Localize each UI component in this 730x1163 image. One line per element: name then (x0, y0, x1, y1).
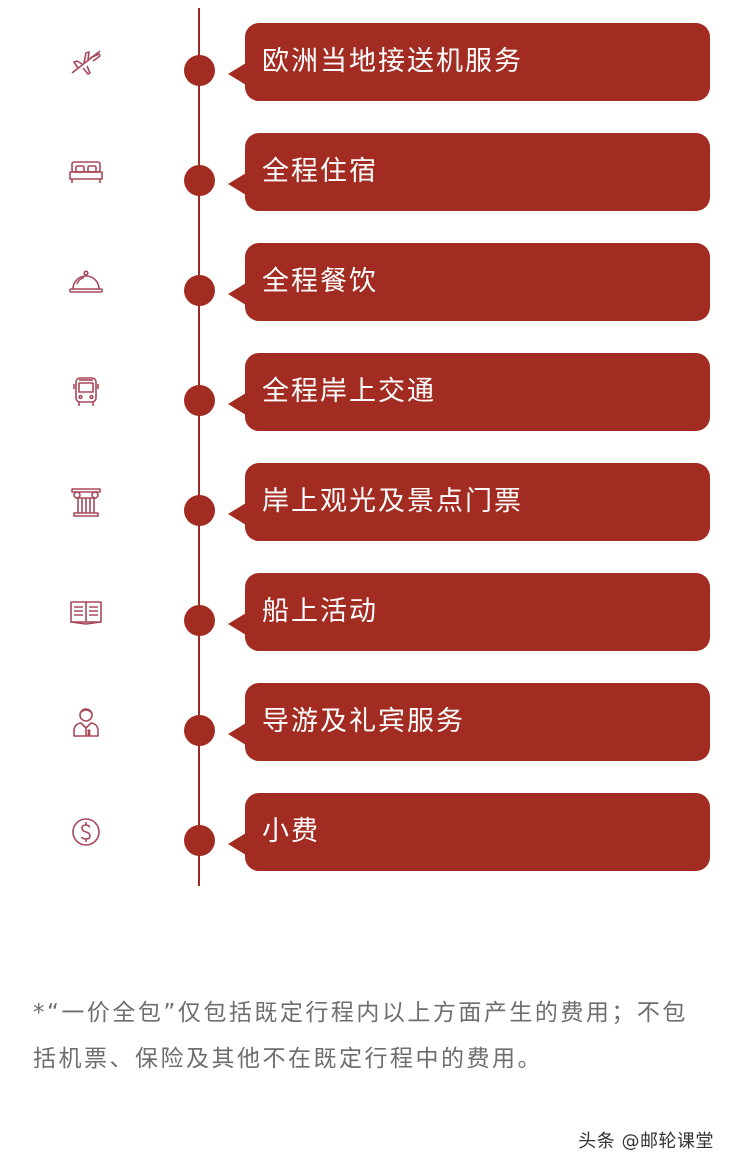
timeline-item-accommodation: 全程住宿 (0, 133, 730, 211)
timeline-card: 船上活动 (228, 573, 710, 651)
bus-icon (66, 372, 106, 412)
timeline-item-onboard-activities: 船上活动 (0, 573, 730, 651)
timeline-item-shore-transport: 全程岸上交通 (0, 353, 730, 431)
bed-icon (66, 152, 106, 192)
timeline-dot (184, 605, 215, 636)
watermark: 头条 @邮轮课堂 (578, 1131, 714, 1152)
timeline-dot (184, 275, 215, 306)
footnote: *“一价全包”仅包括既定行程内以上方面产生的费用；不包括机票、保险及其他不在既定… (33, 1000, 688, 1072)
timeline-dot (184, 385, 215, 416)
timeline-item-guide-service: 导游及礼宾服务 (0, 683, 730, 761)
timeline-dot (184, 165, 215, 196)
timeline-item-tips: 小费 (0, 793, 730, 871)
airplane-icon (66, 42, 106, 82)
timeline-item-airport-transfer: 欧洲当地接送机服务 (0, 23, 730, 101)
dollar-icon (66, 812, 106, 852)
timeline-card-label: 岸上观光及景点门票 (262, 485, 523, 517)
timeline-line (198, 8, 200, 886)
timeline-dot (184, 55, 215, 86)
timeline-item-sightseeing: 岸上观光及景点门票 (0, 463, 730, 541)
cloche-icon (66, 262, 106, 302)
timeline-card: 岸上观光及景点门票 (228, 463, 710, 541)
timeline-card-label: 小费 (262, 815, 320, 847)
book-icon (66, 592, 106, 632)
timeline-card-label: 导游及礼宾服务 (262, 705, 465, 737)
timeline-card-label: 全程餐饮 (262, 265, 378, 297)
timeline-card-label: 船上活动 (262, 595, 378, 627)
column-icon (66, 482, 106, 522)
timeline-item-dining: 全程餐饮 (0, 243, 730, 321)
timeline-dot (184, 825, 215, 856)
timeline-card: 全程餐饮 (228, 243, 710, 321)
timeline-card-label: 欧洲当地接送机服务 (262, 45, 523, 77)
timeline-card: 欧洲当地接送机服务 (228, 23, 710, 101)
timeline-card: 小费 (228, 793, 710, 871)
timeline-dot (184, 495, 215, 526)
timeline-card: 全程岸上交通 (228, 353, 710, 431)
timeline-card: 全程住宿 (228, 133, 710, 211)
timeline-card-label: 全程岸上交通 (262, 375, 436, 407)
timeline-card-label: 全程住宿 (262, 155, 378, 187)
guide-icon (66, 702, 106, 742)
timeline-dot (184, 715, 215, 746)
timeline-card: 导游及礼宾服务 (228, 683, 710, 761)
